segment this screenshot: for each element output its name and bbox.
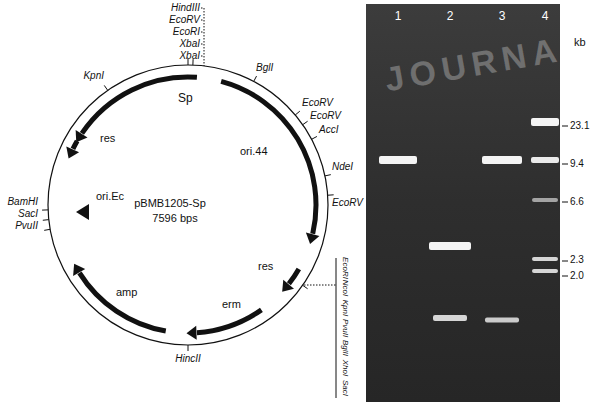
size-marker: 9.4	[570, 158, 584, 169]
size-ticks	[562, 126, 568, 276]
gel-band	[379, 156, 417, 164]
site-label: EcoRV	[310, 110, 341, 121]
gel-bands	[379, 118, 559, 323]
site-label: PvuII	[15, 220, 38, 231]
size-marker: 2.3	[570, 254, 584, 265]
gene-arrowhead	[76, 130, 88, 142]
gene-arrowhead	[73, 264, 85, 276]
gel-band	[531, 157, 559, 163]
gel-band	[433, 315, 467, 321]
gene-label: Sp	[178, 92, 193, 105]
gene-label: amp	[116, 286, 137, 298]
site-label: BamHI	[7, 196, 38, 207]
site-label: HindIII	[171, 2, 200, 13]
gene-label: res	[258, 260, 273, 272]
site-label: XbaI	[179, 50, 200, 61]
site-label: AccI	[319, 124, 338, 135]
lane-number: 3	[499, 10, 506, 23]
gel-band	[429, 242, 471, 250]
gene-arrowhead	[282, 280, 294, 292]
gene-arrowhead	[66, 146, 79, 158]
site-label: EcoRI	[173, 26, 200, 37]
gene-arc	[82, 77, 197, 133]
gene-label: ori.44	[240, 145, 268, 157]
leader-lines	[201, 8, 336, 285]
gene-arc	[79, 273, 165, 331]
site-label: EcoRV	[302, 97, 333, 108]
gel-band	[532, 198, 558, 202]
site-list-label: PvuII	[341, 319, 350, 337]
gene-arc	[289, 269, 299, 284]
site-label: EcoRV	[169, 14, 200, 25]
site-label: XbaI	[179, 38, 200, 49]
gel-band	[532, 269, 558, 273]
lane-number: 4	[542, 10, 549, 23]
site-list-bracket	[336, 258, 337, 398]
lane-number: 2	[447, 10, 454, 23]
gel-band	[482, 156, 522, 164]
gene-arrows	[66, 77, 319, 340]
gene-arc	[197, 310, 261, 333]
plasmid-name: pBMB1205-Sp	[134, 197, 206, 209]
ori-marker	[76, 204, 89, 220]
gene-arc	[73, 141, 77, 149]
site-label: HincII	[175, 353, 201, 364]
gene-label: ori.Ec	[96, 190, 124, 202]
gene-arrowhead	[306, 232, 320, 243]
gene-arc	[221, 81, 316, 233]
gene-arrowhead	[186, 326, 196, 340]
plasmid-size: 7596 bps	[152, 212, 197, 224]
size-marker: 2.0	[570, 270, 584, 281]
site-list-label: XhoI	[341, 360, 350, 376]
site-list-label: SacI	[341, 380, 350, 396]
site-list-label: NcoI	[341, 280, 350, 296]
gene-label: res	[100, 132, 115, 144]
site-label: KpnI	[83, 70, 104, 81]
lane-number: 1	[395, 10, 402, 23]
site-label: EcoRV	[332, 197, 363, 208]
site-list-label: BglII	[341, 340, 350, 356]
gel-band	[532, 257, 558, 261]
size-marker: 6.6	[570, 196, 584, 207]
site-list-label: EcoRI	[341, 257, 350, 279]
site-label: NdeI	[332, 161, 353, 172]
site-label: BglI	[256, 62, 273, 73]
site-label: SacI	[18, 208, 38, 219]
gel-band	[485, 318, 519, 323]
site-ticks	[42, 59, 334, 351]
plasmid-circle	[48, 65, 328, 345]
site-list-label: KpnI	[341, 300, 350, 316]
gel-band	[531, 118, 559, 126]
gene-label: erm	[222, 298, 241, 310]
size-marker: 23.1	[570, 120, 589, 131]
